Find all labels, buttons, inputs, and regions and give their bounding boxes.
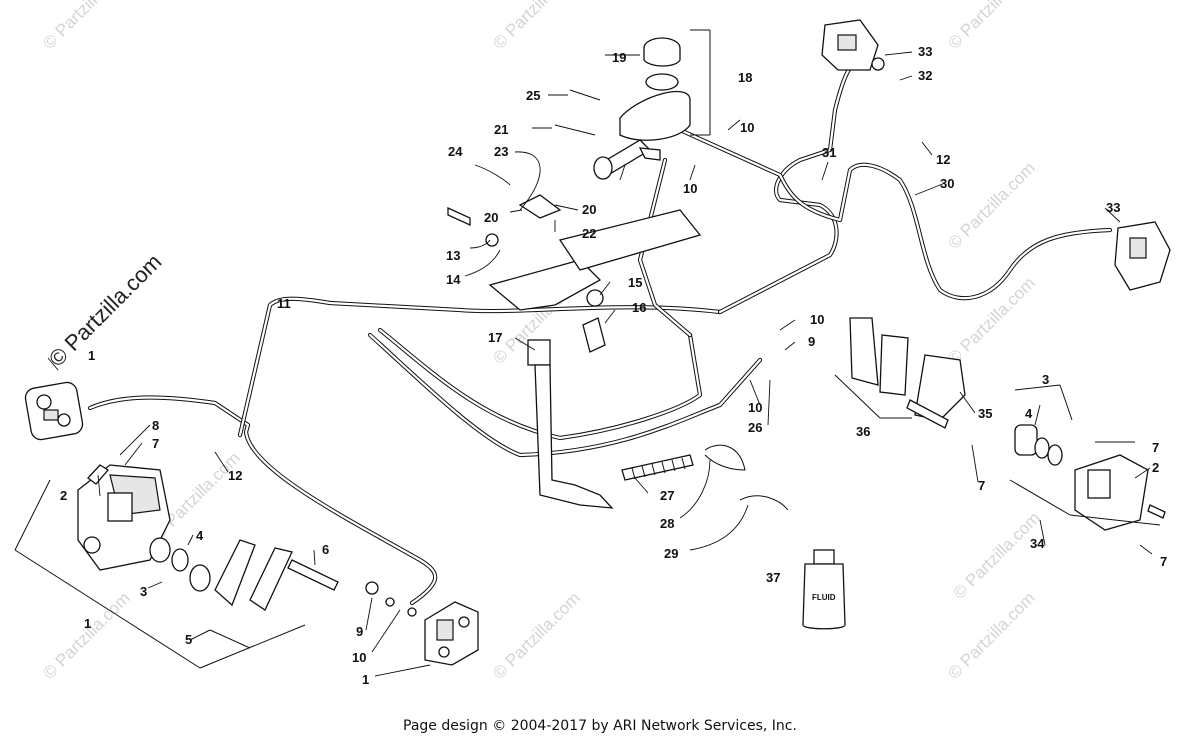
callout-18[interactable]: 18 <box>738 70 752 85</box>
group-brackets <box>14 29 1161 669</box>
watermark-text: © Partzilla.com <box>944 0 1038 53</box>
callout-10-left[interactable]: 10 <box>352 650 366 665</box>
callout-10-mid[interactable]: 10 <box>683 181 697 196</box>
callout-24[interactable]: 24 <box>448 144 463 159</box>
callout-1-bottom-left[interactable]: 1 <box>84 616 91 631</box>
caliper-front-left[interactable] <box>24 381 84 441</box>
callout-13[interactable]: 13 <box>446 248 460 263</box>
callout-34[interactable]: 34 <box>1030 536 1045 551</box>
callout-28[interactable]: 28 <box>660 516 674 531</box>
caliper-pin[interactable] <box>287 559 339 591</box>
caliper-rear-left-assembly[interactable] <box>77 464 211 592</box>
watermark-text: © Partzilla.com <box>949 508 1043 602</box>
callout-23[interactable]: 23 <box>494 144 508 159</box>
callout-1-top-left[interactable]: 1 <box>88 348 95 363</box>
caliper-rear-right[interactable] <box>1114 221 1171 291</box>
fluid-bottle-label: FLUID <box>812 593 836 602</box>
callout-22[interactable]: 22 <box>582 226 596 241</box>
caliper-front-right[interactable] <box>365 581 479 666</box>
callout-33-right[interactable]: 33 <box>1106 200 1120 215</box>
callout-10-right[interactable]: 10 <box>810 312 824 327</box>
callout-8[interactable]: 8 <box>152 418 159 433</box>
callout-25[interactable]: 25 <box>526 88 540 103</box>
watermark-text: © Partzilla.com <box>944 158 1038 252</box>
callout-9-right[interactable]: 9 <box>808 334 815 349</box>
callout-35[interactable]: 35 <box>978 406 992 421</box>
callout-37[interactable]: 37 <box>766 570 780 585</box>
callout-32[interactable]: 32 <box>918 68 932 83</box>
watermark-main: © Partzilla.com <box>44 249 167 372</box>
callout-20-right[interactable]: 20 <box>582 202 596 217</box>
watermark-text: © Partzilla.com <box>39 588 133 682</box>
leader-lines <box>47 51 1153 677</box>
brake-pads-left[interactable] <box>214 539 293 611</box>
callout-14[interactable]: 14 <box>446 272 461 287</box>
caliper-rear-right-top[interactable] <box>821 19 885 71</box>
callout-labels: 1 1 1 2 2 3 3 4 4 5 6 7 7 7 7 8 9 9 10 1… <box>60 44 1167 687</box>
master-cylinder-assembly[interactable] <box>518 37 691 219</box>
callout-7-left[interactable]: 7 <box>152 436 159 451</box>
callout-10-top[interactable]: 10 <box>740 120 754 135</box>
callout-9-left[interactable]: 9 <box>356 624 363 639</box>
callout-17[interactable]: 17 <box>488 330 502 345</box>
callout-3-right[interactable]: 3 <box>1042 372 1049 387</box>
return-spring[interactable] <box>621 454 694 481</box>
callout-19[interactable]: 19 <box>612 50 626 65</box>
callout-21[interactable]: 21 <box>494 122 508 137</box>
callout-10-lower[interactable]: 10 <box>748 400 762 415</box>
brake-pads-right[interactable] <box>849 317 966 429</box>
callout-12-left[interactable]: 12 <box>228 468 242 483</box>
callout-30[interactable]: 30 <box>940 176 954 191</box>
callout-16[interactable]: 16 <box>632 300 646 315</box>
brake-fluid-bottle[interactable]: FLUID <box>802 549 846 630</box>
parking-caliper-assembly[interactable] <box>1014 424 1166 531</box>
watermark-text: © Partzilla.com <box>944 588 1038 682</box>
watermark-text: © Partzilla.com <box>39 0 133 53</box>
callout-11[interactable]: 11 <box>277 296 291 311</box>
callout-4-right[interactable]: 4 <box>1025 406 1033 421</box>
callout-7-right-bottom[interactable]: 7 <box>1160 554 1167 569</box>
callout-5[interactable]: 5 <box>185 632 192 647</box>
watermark-text: © Partzilla.com <box>489 0 583 53</box>
watermark-text: © Partzilla.com <box>489 588 583 682</box>
callout-2-right[interactable]: 2 <box>1152 460 1159 475</box>
callout-33-top[interactable]: 33 <box>918 44 932 59</box>
callout-29[interactable]: 29 <box>664 546 678 561</box>
brake-pedal[interactable] <box>447 206 702 509</box>
callout-12-right[interactable]: 12 <box>936 152 950 167</box>
brake-lines <box>87 65 1113 606</box>
page-footer: Page design © 2004-2017 by ARI Network S… <box>403 718 797 734</box>
callout-27[interactable]: 27 <box>660 488 674 503</box>
callout-20-left[interactable]: 20 <box>484 210 498 225</box>
callout-7-right-top[interactable]: 7 <box>1152 440 1159 455</box>
callout-26[interactable]: 26 <box>748 420 762 435</box>
callout-3-left[interactable]: 3 <box>140 584 147 599</box>
cable-clip[interactable] <box>704 444 789 511</box>
callout-6[interactable]: 6 <box>322 542 329 557</box>
callout-15[interactable]: 15 <box>628 275 642 290</box>
callout-7-center[interactable]: 7 <box>978 478 985 493</box>
callout-36[interactable]: 36 <box>856 424 870 439</box>
callout-4-left[interactable]: 4 <box>196 528 204 543</box>
callout-1-bottom-center[interactable]: 1 <box>362 672 369 687</box>
callout-2-left[interactable]: 2 <box>60 488 67 503</box>
callout-31[interactable]: 31 <box>822 145 836 160</box>
